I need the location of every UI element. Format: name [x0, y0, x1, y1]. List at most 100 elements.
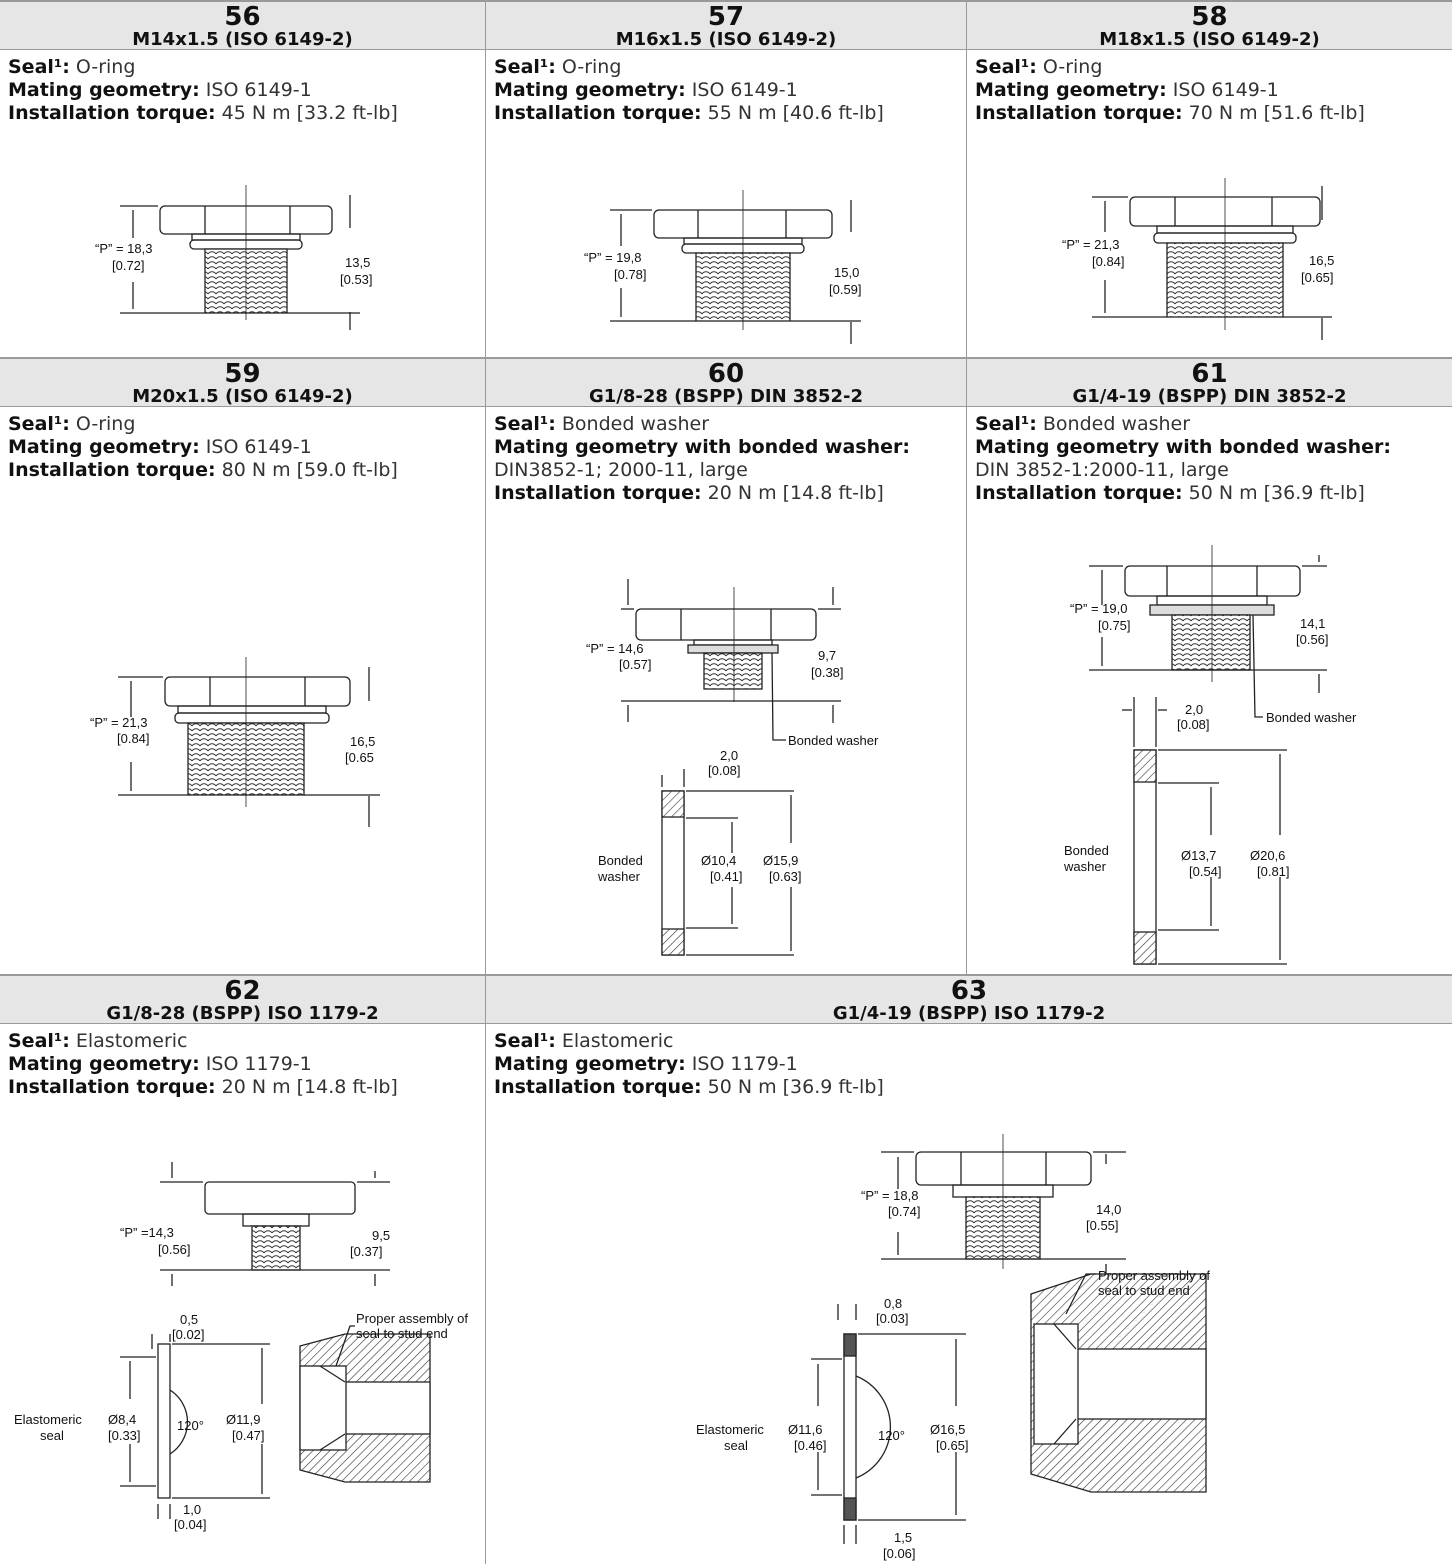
torque-key: Installation torque:: [8, 459, 216, 481]
spec-list: Seal¹: O-ring Mating geometry: ISO 6149-…: [494, 56, 962, 125]
seal-value: O-ring: [1036, 56, 1103, 78]
inner-dia-in: [0.46]: [794, 1438, 827, 1453]
seal-key: Seal¹:: [494, 56, 556, 78]
mating-value: ISO 6149-1: [685, 79, 798, 101]
height-in: [0.55]: [1086, 1218, 1119, 1233]
spec-list: Seal¹: Bonded washer Mating geometry wit…: [494, 413, 962, 505]
thread-code: G1/8-28 (BSPP) ISO 1179-2: [106, 1003, 379, 1024]
cell-header: 57 M16x1.5 (ISO 6149-2): [486, 0, 966, 50]
torque-key: Installation torque:: [975, 482, 1183, 504]
height-in: [0.65]: [1301, 270, 1334, 285]
seal-label-line1: Elastomeric: [696, 1422, 764, 1437]
height-in: [0.37]: [350, 1244, 383, 1259]
thread-code: M14x1.5 (ISO 6149-2): [132, 29, 353, 50]
mating-value: ISO 1179-1: [685, 1053, 798, 1075]
torque-value: 20 N m [14.8 ft-lb]: [215, 1076, 398, 1098]
height-mm: 14,1: [1300, 616, 1325, 631]
item-number: 59: [224, 359, 261, 389]
outer-dia-mm: Ø16,5: [930, 1422, 965, 1437]
seal-value: Bonded washer: [1036, 413, 1191, 435]
mating-value: DIN3852-1; 2000-11, large: [494, 459, 748, 481]
assembly-note-line2: seal to stud end: [1098, 1283, 1190, 1298]
seal-value: O-ring: [69, 56, 136, 78]
seal-key: Seal¹:: [8, 56, 70, 78]
seal-value: Elastomeric: [69, 1030, 188, 1052]
spec-list: Seal¹: Elastomeric Mating geometry: ISO …: [8, 1030, 481, 1099]
spec-list: Seal¹: Bonded washer Mating geometry wit…: [975, 413, 1448, 505]
item-number: 57: [707, 2, 745, 32]
mating-key: Mating geometry:: [8, 1053, 200, 1075]
item-number: 58: [1191, 2, 1228, 32]
cell-59: 59 M20x1.5 (ISO 6149-2) Seal¹: O-ring Ma…: [0, 357, 486, 974]
plug-drawing: “P” = 19,0 [0.75] 14,1 [0.56] Bonded was…: [1063, 545, 1357, 965]
cell-56: 56 M14x1.5 (ISO 6149-2) Seal¹: O-ring Ma…: [0, 0, 486, 357]
mating-key: Mating geometry:: [494, 1053, 686, 1075]
item-number: 62: [224, 976, 261, 1006]
cell-62: 62 G1/8-28 (BSPP) ISO 1179-2 Seal¹: Elas…: [0, 974, 486, 1564]
plug-drawing: 0,8 [0.03] Elastomeric seal Ø11,6 [0.46]…: [696, 1134, 1210, 1561]
cell-header: 59 M20x1.5 (ISO 6149-2): [0, 357, 485, 407]
mating-key: Mating geometry:: [494, 79, 686, 101]
cell-61: 61 G1/4-19 (BSPP) DIN 3852-2 Seal¹: Bond…: [967, 357, 1452, 974]
thickness-in: [0.08]: [708, 763, 741, 778]
p-dim-in: [0.75]: [1098, 618, 1131, 633]
mating-key: Mating geometry with bonded washer:: [975, 436, 1391, 458]
thread-code: G1/4-19 (BSPP) DIN 3852-2: [1072, 386, 1347, 407]
mating-key: Mating geometry:: [8, 436, 200, 458]
cell-header: 60 G1/8-28 (BSPP) DIN 3852-2: [486, 357, 966, 407]
height-in: [0.38]: [811, 665, 844, 680]
p-dim-in: [0.84]: [1092, 254, 1125, 269]
plug-drawing: “P” = 21,3 [0.84] 16,5 [0.65]: [1062, 178, 1334, 340]
seal-key: Seal¹:: [8, 413, 70, 435]
thickness-mm: 0,5: [180, 1312, 198, 1327]
thickness-mm: 0,8: [884, 1296, 902, 1311]
height-in: [0.65: [345, 750, 374, 765]
washer-label-line1: Bonded: [598, 853, 643, 868]
cell-60: 60 G1/8-28 (BSPP) DIN 3852-2 Seal¹: Bond…: [486, 357, 967, 974]
height-mm: 16,5: [1309, 253, 1334, 268]
height-mm: 13,5: [345, 255, 370, 270]
mating-value: ISO 6149-1: [199, 79, 312, 101]
height-mm: 14,0: [1096, 1202, 1121, 1217]
seal-angle: 120°: [878, 1428, 905, 1443]
assembly-note-line1: Proper assembly of: [1098, 1268, 1210, 1283]
seal-key: Seal¹:: [975, 413, 1037, 435]
spec-list: Seal¹: O-ring Mating geometry: ISO 6149-…: [8, 413, 481, 482]
cell-57: 57 M16x1.5 (ISO 6149-2) Seal¹: O-ring Ma…: [486, 0, 967, 357]
plug-drawing: “P” = 21,3 [0.84] 16,5 [0.65: [90, 657, 380, 827]
thread-code: M16x1.5 (ISO 6149-2): [615, 29, 837, 50]
outer-dia-in: [0.65]: [936, 1438, 969, 1453]
outer-dia-in: [0.81]: [1257, 864, 1290, 879]
torque-key: Installation torque:: [494, 482, 702, 504]
seal-value: O-ring: [69, 413, 136, 435]
p-dim: “P” = 21,3: [90, 715, 147, 730]
inner-dia-mm: Ø8,4: [108, 1412, 136, 1427]
seal-key: Seal¹:: [975, 56, 1037, 78]
p-dim: “P” =14,3: [120, 1225, 174, 1240]
seal-value: Elastomeric: [555, 1030, 674, 1052]
height-mm: 9,7: [818, 648, 836, 663]
outer-dia-in: [0.63]: [769, 869, 802, 884]
cell-58: 58 M18x1.5 (ISO 6149-2) Seal¹: O-ring Ma…: [967, 0, 1452, 357]
spec-list: Seal¹: O-ring Mating geometry: ISO 6149-…: [8, 56, 481, 125]
torque-key: Installation torque:: [8, 1076, 216, 1098]
assembly-note-line2: seal to stud end: [356, 1326, 448, 1341]
torque-value: 50 N m [36.9 ft-lb]: [701, 1076, 884, 1098]
inner-dia-mm: Ø11,6: [788, 1422, 822, 1437]
thread-code: M18x1.5 (ISO 6149-2): [1099, 29, 1320, 50]
thread-code: G1/8-28 (BSPP) DIN 3852-2: [588, 386, 864, 407]
mating-key: Mating geometry:: [975, 79, 1167, 101]
torque-key: Installation torque:: [494, 102, 702, 124]
lip-in: [0.06]: [883, 1546, 916, 1561]
p-dim-in: [0.72]: [112, 258, 145, 273]
thread-code: M20x1.5 (ISO 6149-2): [132, 386, 353, 407]
item-number: 56: [224, 2, 261, 32]
torque-value: 50 N m [36.9 ft-lb]: [1182, 482, 1365, 504]
seal-value: Bonded washer: [555, 413, 710, 435]
spec-list: Seal¹: Elastomeric Mating geometry: ISO …: [494, 1030, 1448, 1099]
p-dim-in: [0.78]: [614, 267, 647, 282]
height-in: [0.59]: [829, 282, 862, 297]
plug-drawing: “P” = 19,8 [0.78] 15,0 [0.59]: [584, 190, 862, 344]
p-dim: “P” = 19,0: [1070, 601, 1127, 616]
